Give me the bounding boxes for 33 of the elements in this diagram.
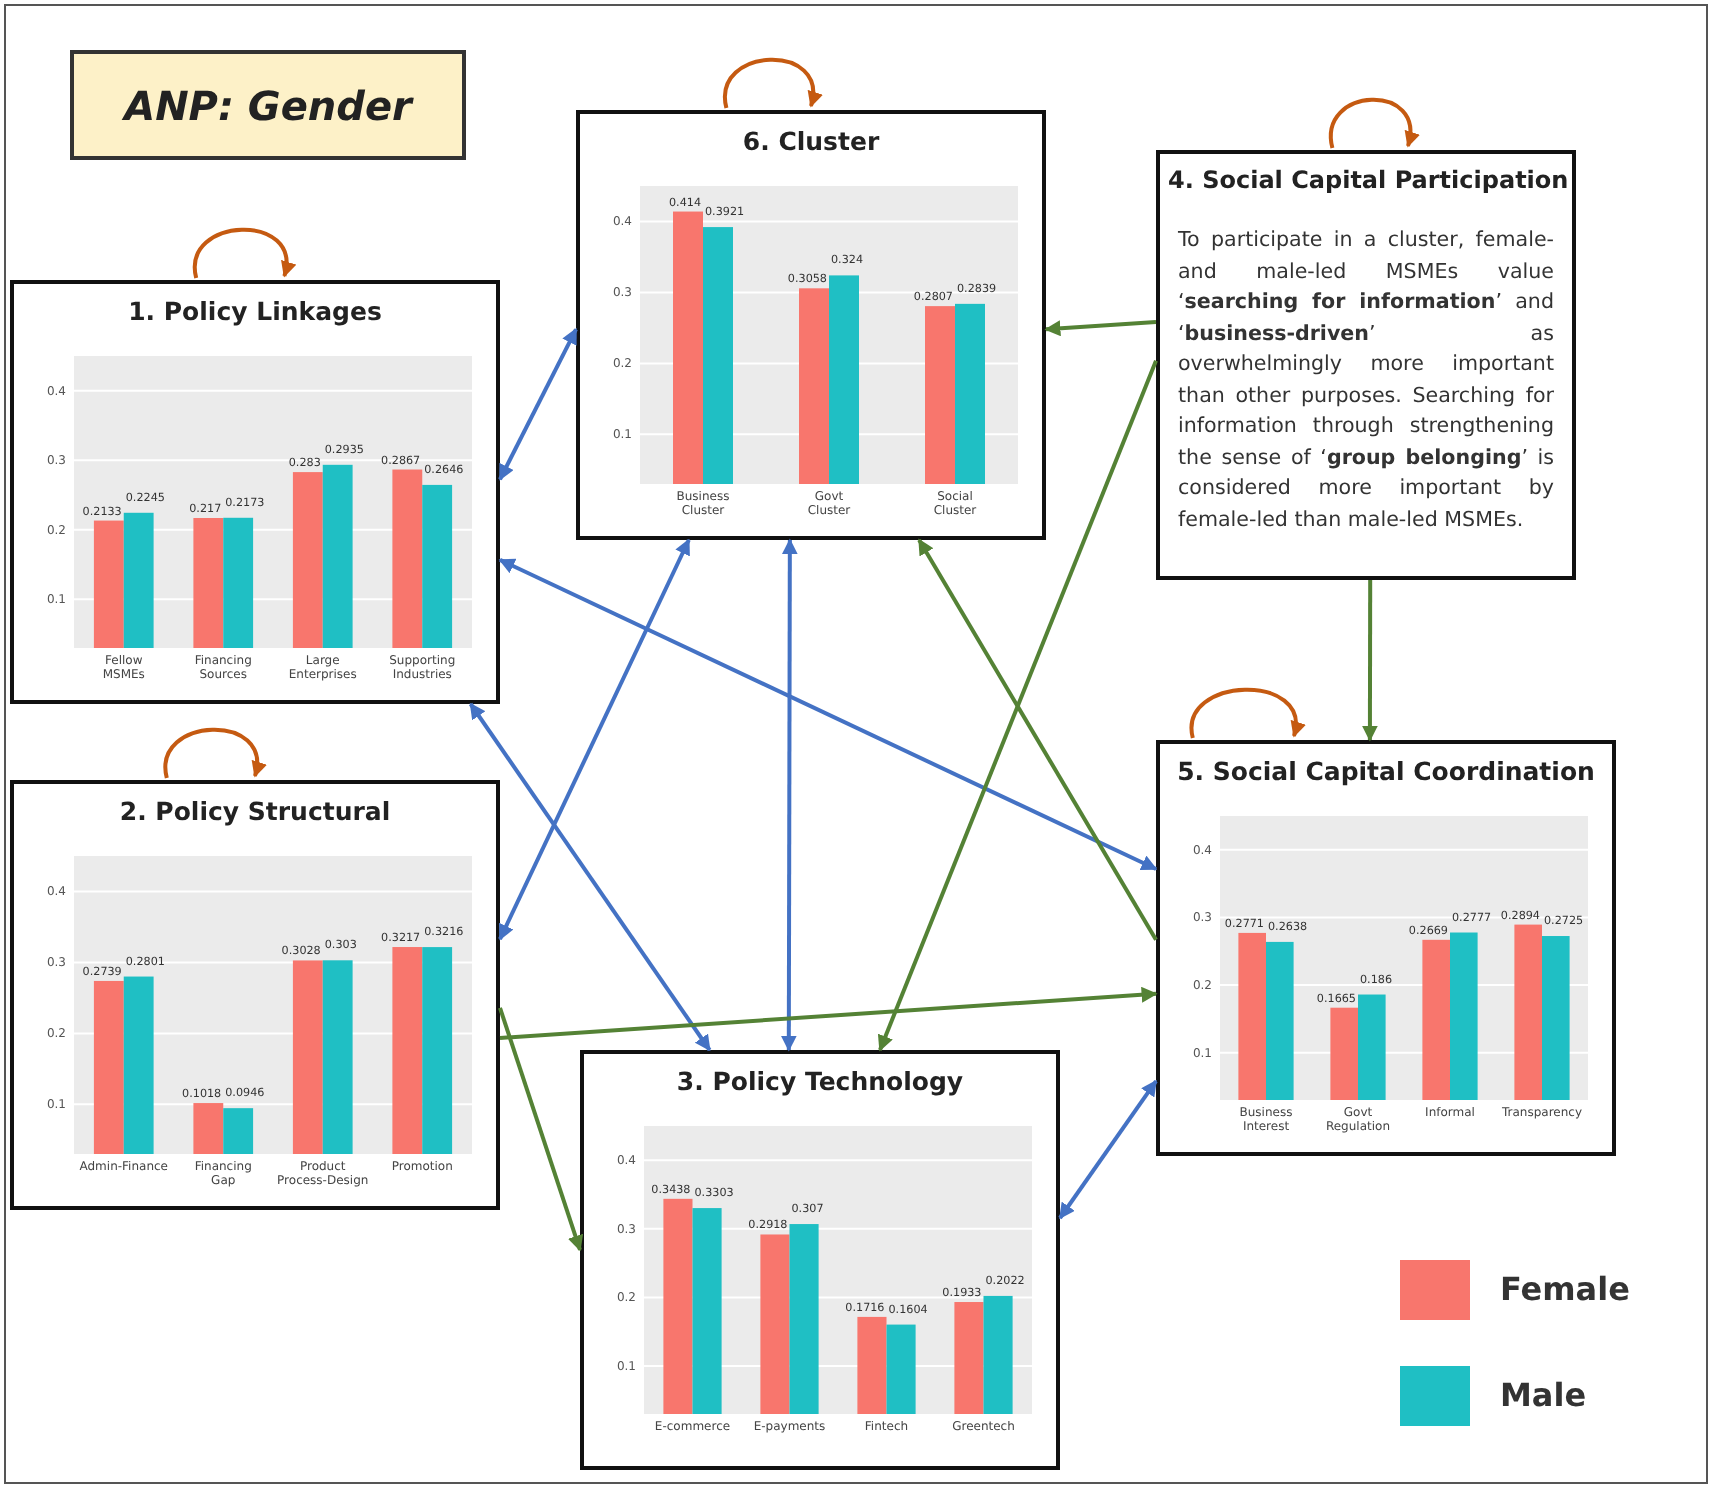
arrow bbox=[877, 359, 1158, 1052]
arrow bbox=[468, 702, 712, 1052]
chart-panel bbox=[1156, 740, 1616, 1156]
arrow bbox=[499, 986, 1158, 1040]
panel-heading: 2. Policy Structural bbox=[117, 796, 393, 826]
description-text: To participate in a cluster, female- and male-led MSMEs value ‘searching for information’ and ‘business-driven’ as overwhelmingly more important than other purposes. Searching for information through strengthening the sense of ‘group belonging’ is considered more important by female-led than male-led MSMEs. bbox=[1178, 226, 1554, 535]
arrow bbox=[780, 538, 798, 1052]
loop-arrow bbox=[723, 57, 822, 109]
loop-arrow bbox=[193, 227, 295, 279]
chart-panel bbox=[576, 110, 1046, 540]
panel-heading: 6. Cluster bbox=[740, 126, 882, 156]
arrow bbox=[1058, 1079, 1158, 1220]
legend-label: Female bbox=[1500, 1270, 1630, 1308]
loop-arrow bbox=[1329, 97, 1419, 149]
chart-panel bbox=[10, 780, 500, 1210]
arrow bbox=[1044, 320, 1157, 337]
loop-arrow bbox=[163, 727, 265, 779]
loop-arrow bbox=[1190, 687, 1304, 739]
text-panel bbox=[1156, 150, 1576, 580]
legend-label: Male bbox=[1500, 1376, 1587, 1414]
diagram-title: ANP: Gender bbox=[70, 50, 466, 160]
panel-heading: 3. Policy Technology bbox=[674, 1066, 966, 1096]
arrow bbox=[498, 558, 1158, 871]
arrow bbox=[917, 538, 1158, 941]
arrow bbox=[498, 538, 691, 941]
chart-panel bbox=[580, 1050, 1060, 1470]
panel-heading: 1. Policy Linkages bbox=[126, 296, 384, 326]
panel-heading: 4. Social Capital Participation bbox=[1168, 166, 1564, 194]
panel-heading: 5. Social Capital Coordination bbox=[1175, 756, 1597, 786]
arrow bbox=[498, 327, 578, 481]
arrow bbox=[498, 1007, 584, 1252]
chart-panel bbox=[10, 280, 500, 704]
arrow bbox=[1361, 580, 1378, 742]
